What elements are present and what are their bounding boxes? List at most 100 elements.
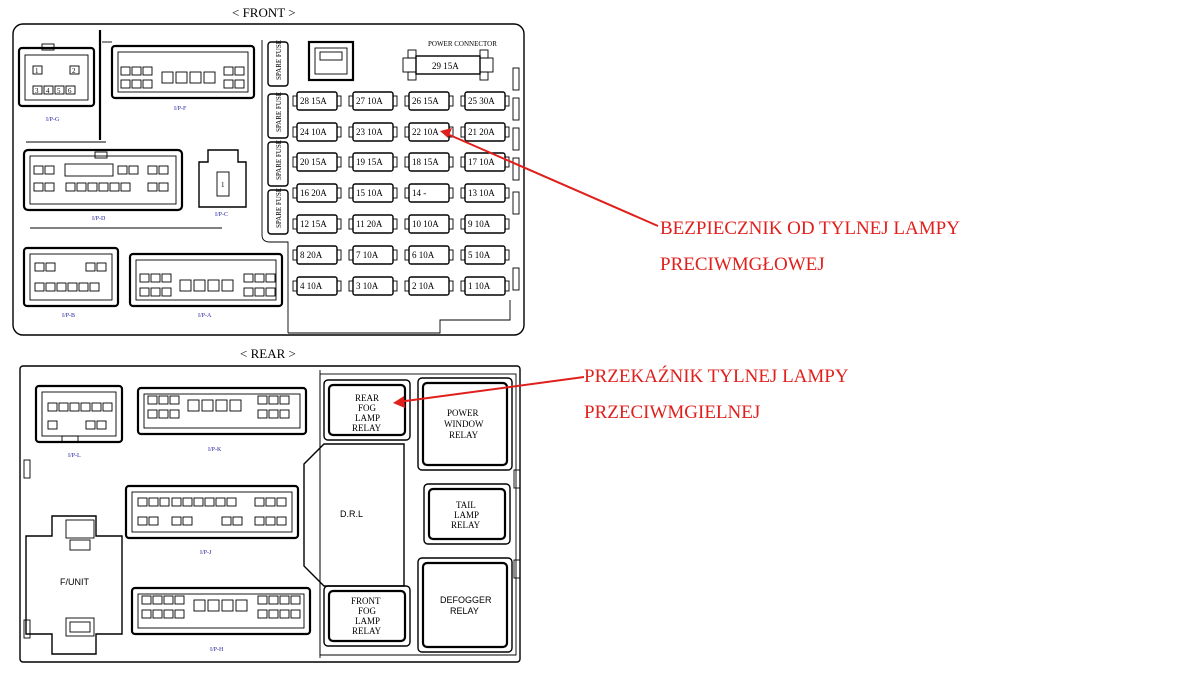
- fuse-label: 19 15A: [356, 157, 383, 167]
- front-panel: [12, 23, 525, 336]
- svg-text:DEFOGGER: DEFOGGER: [440, 595, 492, 605]
- svg-text:1: 1: [35, 67, 39, 75]
- svg-text:3: 3: [35, 87, 39, 95]
- fuse-slot: 10 10A: [404, 214, 454, 234]
- rear-label: < REAR >: [240, 346, 296, 361]
- fuse-slot: 26 15A: [404, 91, 454, 111]
- svg-text:5: 5: [57, 87, 61, 95]
- fuse-slot: 5 10A: [460, 245, 510, 265]
- top-relay-socket: [307, 40, 355, 82]
- fuse-slot: 14 -: [404, 183, 454, 203]
- fuse-label: 1 10A: [468, 281, 491, 291]
- annotation-relay-pointer: [397, 376, 585, 403]
- fuse-label: 24 10A: [300, 127, 327, 137]
- svg-text:REAR: REAR: [355, 393, 379, 403]
- front-fog-lamp-relay: FRONT FOG LAMP RELAY: [323, 585, 411, 647]
- connector-ip-b: I/P-B: [22, 246, 120, 319]
- annotation-relay-line1: PRZEKAŹNIK TYLNEJ LAMPY: [584, 365, 849, 387]
- fuse-label: 8 20A: [300, 250, 323, 260]
- fuse-label: 16 20A: [300, 188, 327, 198]
- annotation-relay-line2: PRZECIWMGIELNEJ: [584, 402, 760, 423]
- fuse-slot: 27 10A: [348, 91, 398, 111]
- fuse-label: 15 10A: [356, 188, 383, 198]
- svg-text:RELAY: RELAY: [352, 423, 382, 433]
- fuse-slot: 16 20A: [292, 183, 342, 203]
- ip-l-label: I/P-L: [68, 453, 81, 459]
- connector-ip-l: I/P-L: [34, 384, 124, 459]
- ip-a-label: I/P-A: [198, 313, 212, 319]
- svg-text:LAMP: LAMP: [454, 510, 479, 520]
- annotation-fuse-line1: BEZPIECZNIK OD TYLNEJ LAMPY: [660, 218, 960, 239]
- fuse-slot: 20 15A: [292, 152, 342, 172]
- fuse-slot: 25 30A: [460, 91, 510, 111]
- svg-text:6: 6: [68, 87, 72, 95]
- svg-text:LAMP: LAMP: [355, 413, 380, 423]
- fuse-label: 18 15A: [412, 157, 439, 167]
- svg-text:RELAY: RELAY: [450, 606, 479, 616]
- ip-h-label: I/P-H: [210, 647, 224, 653]
- annotation-fuse-line2: PRECIWMGŁOWEJ: [660, 254, 825, 275]
- fuse-slot: 19 15A: [348, 152, 398, 172]
- fuse-label: 6 10A: [412, 250, 435, 260]
- svg-text:POWER: POWER: [447, 408, 479, 418]
- fuse-slot: 1 10A: [460, 276, 510, 296]
- spare-fuse-label: SPARE FUSE: [275, 40, 283, 80]
- fuse-slot: 6 10A: [404, 245, 454, 265]
- svg-text:RELAY: RELAY: [352, 626, 382, 636]
- ip-j-label: I/P-J: [200, 550, 212, 556]
- connector-ip-d: I/P-D: [22, 148, 184, 222]
- fuse-label: 20 15A: [300, 157, 327, 167]
- svg-text:SPARE FUSE: SPARE FUSE: [275, 92, 283, 132]
- fuse-label: 17 10A: [468, 157, 495, 167]
- svg-text:WINDOW: WINDOW: [444, 419, 484, 429]
- svg-text:FOG: FOG: [358, 606, 377, 616]
- tail-lamp-relay: TAIL LAMP RELAY: [423, 483, 511, 545]
- fuse-slot: 4 10A: [292, 276, 342, 296]
- power-window-relay: POWER WINDOW RELAY: [417, 377, 513, 471]
- fuse-label: 27 10A: [356, 96, 383, 106]
- svg-text:1: 1: [221, 181, 225, 189]
- spare-fuses: SPARE FUSE SPARE FUSE SPARE FUSE SPARE F…: [267, 40, 289, 235]
- svg-text:4: 4: [46, 87, 50, 95]
- fuse-29: 29 15A: [432, 61, 459, 71]
- svg-text:FRONT: FRONT: [351, 596, 381, 606]
- rear-fog-lamp-relay: REAR FOG LAMP RELAY: [323, 379, 411, 441]
- ip-k-label: I/P-K: [208, 447, 222, 453]
- fuse-label: 11 20A: [356, 219, 383, 229]
- annotation-relay: PRZEKAŹNIK TYLNEJ LAMPY PRZECIWMGIELNEJ: [393, 365, 849, 423]
- fuse-slot: 2 10A: [404, 276, 454, 296]
- fuse-label: 5 10A: [468, 250, 491, 260]
- svg-text:TAIL: TAIL: [456, 500, 476, 510]
- fuse-label: 14 -: [412, 188, 426, 198]
- annotation-fuse-pointer: [444, 132, 659, 227]
- fuse-slot: 11 20A: [348, 214, 398, 234]
- annotation-fuse-arrowhead: [440, 128, 452, 138]
- fuse-label: 2 10A: [412, 281, 435, 291]
- connector-ip-f: I/P-F: [110, 44, 256, 112]
- power-connector-label: POWER CONNECTOR: [428, 40, 497, 48]
- svg-text:RELAY: RELAY: [449, 430, 479, 440]
- fuse-slot: 7 10A: [348, 245, 398, 265]
- fuse-slot: 24 10A: [292, 122, 342, 142]
- ip-b-label: I/P-B: [62, 313, 75, 319]
- drl-relay: D.R.L: [303, 443, 405, 587]
- drl-label: D.R.L: [340, 509, 363, 519]
- annotation-relay-arrowhead: [393, 396, 405, 408]
- defogger-relay: DEFOGGER RELAY: [417, 557, 513, 653]
- connector-ip-h: I/P-H: [130, 586, 312, 653]
- fuse-label: 10 10A: [412, 219, 439, 229]
- svg-text:LAMP: LAMP: [355, 616, 380, 626]
- fuse-slot: 3 10A: [348, 276, 398, 296]
- svg-text:RELAY: RELAY: [451, 520, 481, 530]
- fuse-slot: 15 10A: [348, 183, 398, 203]
- fuse-label: 12 15A: [300, 219, 327, 229]
- fuse-label: 21 20A: [468, 127, 495, 137]
- fuse-label: 3 10A: [356, 281, 379, 291]
- front-label: < FRONT >: [232, 5, 296, 20]
- rear-panel: [19, 365, 521, 663]
- fuse-label: 4 10A: [300, 281, 323, 291]
- fuse-slot: 21 20A: [460, 122, 510, 142]
